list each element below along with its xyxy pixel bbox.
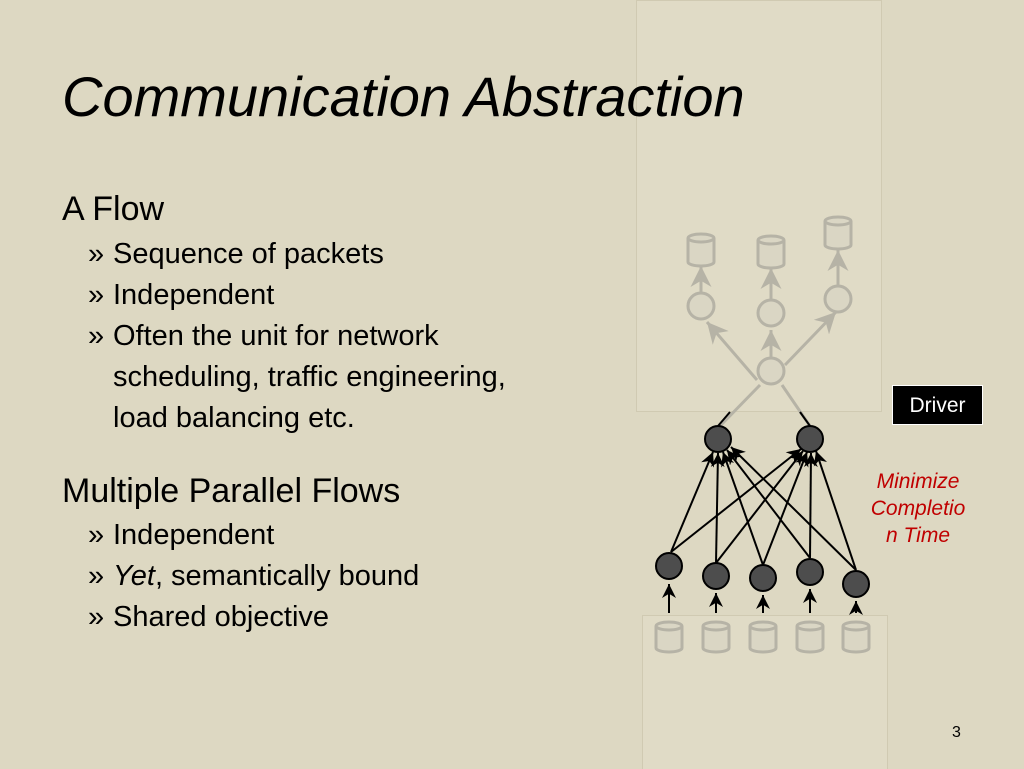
bottom-node (702, 562, 730, 590)
bullet-marker: » (88, 320, 105, 352)
bottom-node (655, 552, 683, 580)
faded-bottom-databases (654, 620, 871, 654)
bullet-semantically-bound: »Yet, semantically bound (88, 556, 419, 597)
semantically-bound-text: , semantically bound (154, 560, 420, 592)
goal-label-line: Completio (870, 497, 966, 520)
database-icon (686, 232, 716, 268)
goal-label-line: Minimize (876, 470, 960, 493)
input-arrows (662, 584, 863, 615)
flow-edge (799, 411, 811, 427)
database-icon (701, 620, 731, 654)
database-icon (756, 234, 786, 270)
bullet-network-unit-line3: load balancing etc. (113, 402, 355, 434)
middle-node (796, 425, 824, 453)
flow-edge (726, 449, 811, 559)
bullet-sequence-of-packets: »Sequence of packets (88, 234, 384, 275)
database-icon (823, 215, 853, 251)
driver-label: Driver (892, 385, 983, 425)
faded-node (686, 291, 716, 321)
flow-edge (721, 451, 764, 566)
heading-multiple-parallel-flows: Multiple Parallel Flows (62, 472, 401, 510)
bullet-network-unit-line2: scheduling, traffic engineering, (113, 361, 506, 393)
heading-a-flow: A Flow (62, 190, 165, 228)
flow-edge (813, 450, 857, 571)
faded-upper-nodes (686, 284, 853, 386)
database-icon (795, 620, 825, 654)
bullet-marker: » (88, 238, 105, 270)
flow-edge (670, 451, 715, 553)
bullet-marker: » (88, 279, 105, 311)
bullet-independent-2: »Independent (88, 515, 274, 556)
faded-upper-edges (690, 250, 849, 428)
goal-label: Minimize Completio n Time (858, 468, 978, 549)
bullet-independent: »Independent (88, 275, 274, 316)
database-icon (841, 620, 871, 654)
slide-title: Communication Abstraction (62, 65, 745, 128)
database-icon (748, 620, 778, 654)
faded-node (756, 298, 786, 328)
faded-top-databases (686, 215, 853, 270)
page-number: 3 (952, 724, 961, 741)
bullet-marker: » (88, 519, 105, 551)
database-icon (654, 620, 684, 654)
faded-aggregator-node (756, 356, 786, 386)
flow-edge (710, 452, 725, 564)
bottom-nodes (655, 552, 870, 598)
top-faded-panel (636, 0, 882, 412)
yet-italic: Yet (113, 560, 155, 592)
bottom-node (796, 558, 824, 586)
bullet-marker: » (88, 560, 105, 592)
flow-edge (717, 411, 731, 427)
flow-edge (762, 451, 809, 566)
faded-edge (718, 383, 762, 428)
middle-nodes (704, 425, 824, 453)
bottom-node (842, 570, 870, 598)
faded-node (823, 284, 853, 314)
goal-label-line: n Time (886, 524, 950, 547)
flow-edge (730, 446, 857, 571)
middle-node (704, 425, 732, 453)
faded-edge (705, 321, 759, 381)
bullet-shared-objective: »Shared objective (88, 597, 329, 638)
bullet-network-unit: »Often the unit for network (88, 316, 439, 357)
flow-edge (715, 450, 804, 564)
bottom-node (749, 564, 777, 592)
flow-edges (670, 411, 857, 571)
flow-edge (670, 448, 802, 553)
flow-edge (803, 452, 818, 559)
faded-edge (783, 310, 838, 367)
bullet-marker: » (88, 601, 105, 633)
